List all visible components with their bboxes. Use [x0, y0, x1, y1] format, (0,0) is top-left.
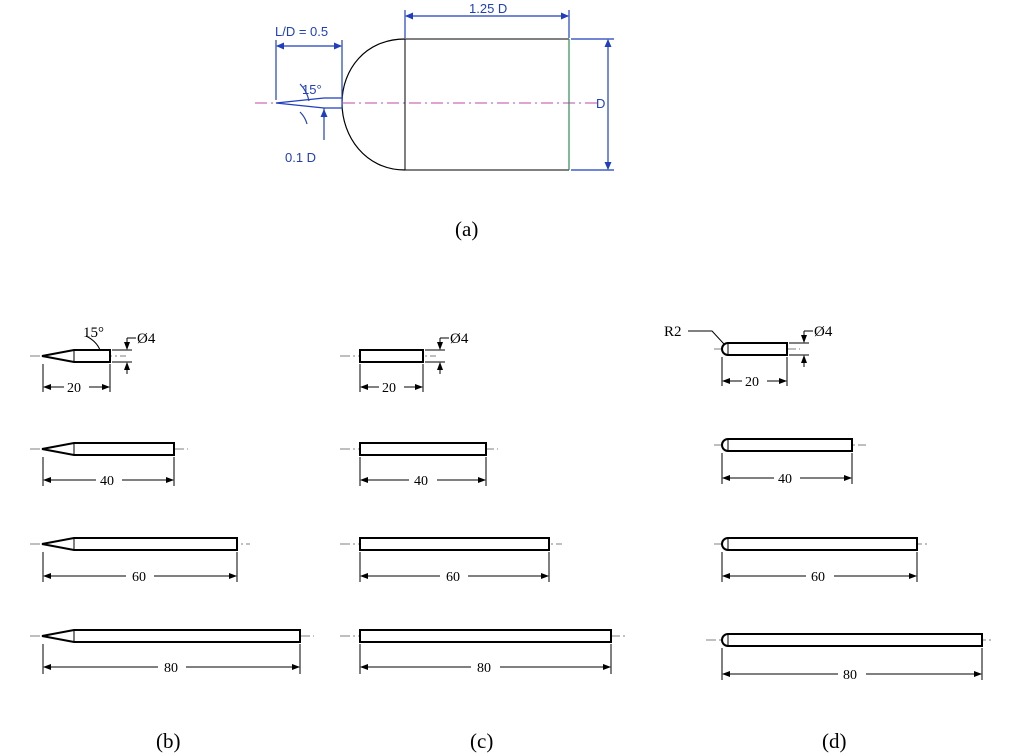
- panel-a-length-label: 1.25 D: [469, 1, 507, 16]
- panel-c-spike-40: 40: [340, 442, 498, 489]
- panel-a-tip-label: 0.1 D: [285, 150, 316, 165]
- panel-d-length-20: 20: [745, 375, 759, 390]
- panel-c-spike-80: 80: [340, 629, 626, 676]
- panel-b-length-40: 40: [100, 474, 114, 489]
- panel-b-caption: (b): [156, 729, 181, 753]
- panel-b-rod-20: [41, 349, 111, 363]
- panel-b-rod-80: [41, 629, 301, 643]
- panel-d-spike-80: 80: [706, 633, 994, 683]
- panel-d-length-80: 80: [843, 668, 857, 683]
- panel-a-caption: (a): [455, 217, 478, 241]
- panel-b-length-80: 80: [164, 661, 178, 676]
- panel-b-dia-label: Ø4: [137, 331, 156, 347]
- panel-b-rod-60: [41, 537, 238, 551]
- panel-b-angle-arc: [85, 335, 101, 351]
- panel-d-length-40: 40: [778, 472, 792, 487]
- panel-c-rod-20: [359, 349, 424, 363]
- panel-d-radius-label: R2: [664, 324, 682, 340]
- panel-b-spike-40: 40: [30, 442, 188, 489]
- panel-b-spike-20: 15° Ø4 20: [30, 325, 156, 396]
- panel-d-length-60: 60: [811, 570, 825, 585]
- panel-d-spike-40: 40: [714, 438, 866, 487]
- panel-d-rod-80: [721, 633, 983, 647]
- panel-c-flat-spikes: Ø4 20 40 60: [340, 331, 626, 753]
- panel-d-rod-40: [721, 438, 853, 452]
- panel-d-caption: (d): [822, 729, 847, 753]
- panel-c-length-60: 60: [446, 570, 460, 585]
- panel-c-spike-20: Ø4 20: [340, 331, 469, 396]
- panel-a-angle-arc-lower: [299, 111, 308, 125]
- panel-a-diameter-label: D: [596, 96, 605, 111]
- panel-d-radius-leader: [688, 330, 725, 345]
- panel-c-rod-80: [359, 629, 612, 643]
- panel-a-angle-arc: [299, 83, 310, 102]
- panel-c-spike-60: 60: [340, 537, 562, 585]
- panel-c-caption: (c): [470, 729, 493, 753]
- panel-d-dia-label: Ø4: [814, 324, 833, 340]
- panel-b-length-60: 60: [132, 570, 146, 585]
- panel-d-spike-60: 60: [714, 537, 930, 585]
- panel-b-angle-label: 15°: [83, 325, 104, 341]
- panel-b-spike-60: 60: [30, 537, 250, 585]
- panel-a-nose-arc: [341, 38, 406, 171]
- panel-a-spike: [275, 97, 343, 109]
- panel-d-rounded-spikes: R2 Ø4 20 40: [664, 324, 994, 753]
- panel-b-conical-spikes: 15° Ø4 20 40: [30, 325, 314, 753]
- panel-c-length-80: 80: [477, 661, 491, 676]
- panel-d-spike-20: R2 Ø4 20: [664, 324, 833, 390]
- panel-d-rod-20: [721, 342, 788, 356]
- panel-a-projectile: L/D = 0.5 1.25 D D 15° 0.1 D (a): [255, 1, 614, 241]
- panel-c-length-20: 20: [382, 381, 396, 396]
- panel-a-ld-label: L/D = 0.5: [275, 24, 328, 39]
- panel-b-spike-80: 80: [30, 629, 314, 676]
- panel-c-rod-40: [359, 442, 487, 456]
- panel-c-rod-60: [359, 537, 550, 551]
- panel-b-rod-40: [41, 442, 175, 456]
- panel-d-rod-60: [721, 537, 918, 551]
- panel-c-length-40: 40: [414, 474, 428, 489]
- panel-c-dia-label: Ø4: [450, 331, 469, 347]
- panel-b-length-20: 20: [67, 381, 81, 396]
- panel-a-angle-label: 15°: [302, 82, 322, 97]
